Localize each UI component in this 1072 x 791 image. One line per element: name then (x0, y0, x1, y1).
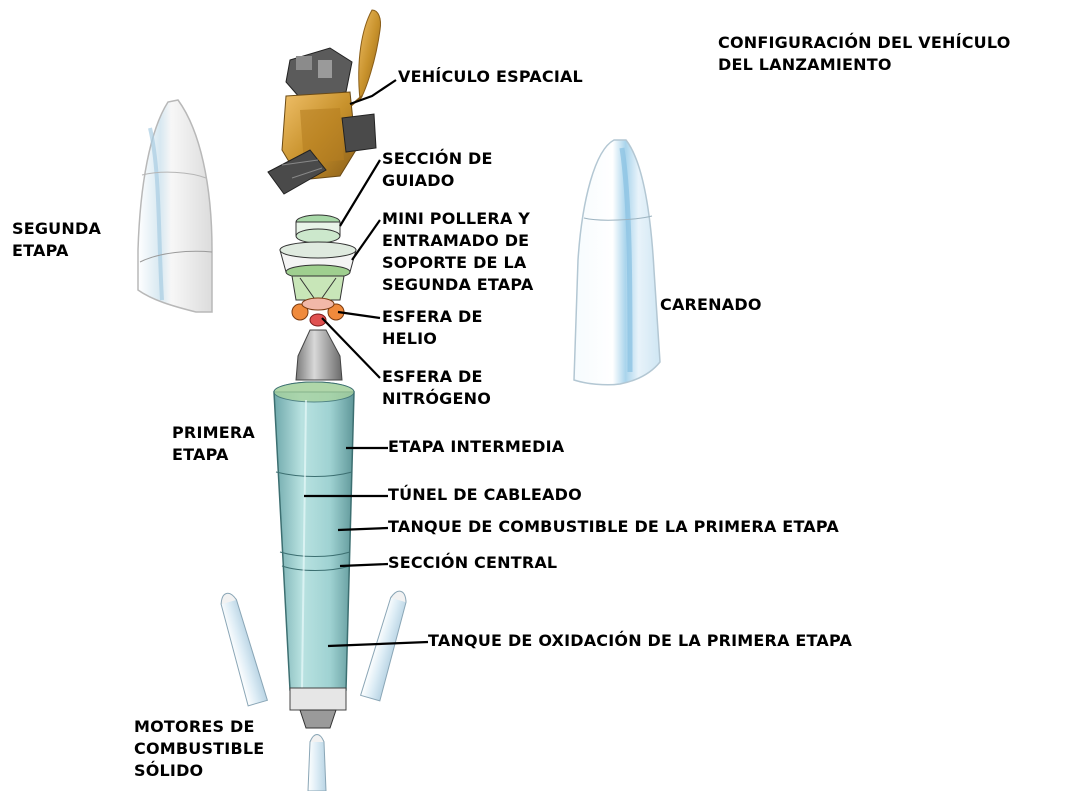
label-helium-sphere: ESFERA DE HELIO (382, 307, 483, 348)
spacecraft-art (267, 9, 381, 195)
guidance-miniskirt-art (279, 214, 357, 327)
label-nitrogen-sphere: ESFERA DE NITRÓGENO (382, 367, 492, 408)
label-solid-motors: MOTORES DE COMBUSTIBLE SÓLIDO (134, 717, 265, 780)
payload-fairing (573, 139, 661, 386)
label-wiring-tunnel: TÚNEL DE CABLEADO (388, 485, 582, 504)
title-line-2: DEL LANZAMIENTO (718, 55, 892, 74)
label-miniskirt: MINI POLLERA Y ENTRAMADO DE SOPORTE DE L… (382, 209, 534, 294)
label-fuel-tank: TANQUE DE COMBUSTIBLE DE LA PRIMERA ETAP… (388, 517, 839, 536)
label-fairing: CARENADO (660, 295, 762, 314)
leader-lines (304, 79, 429, 648)
label-centerbody: SECCIÓN CENTRAL (388, 553, 558, 572)
second-stage-shell (137, 99, 213, 313)
label-guidance-section: SECCIÓN DE GUIADO (382, 149, 493, 190)
label-second-stage: SEGUNDA ETAPA (12, 219, 102, 260)
engine-cone (295, 329, 343, 381)
label-first-stage: PRIMERA ETAPA (172, 423, 255, 464)
label-oxidizer-tank: TANQUE DE OXIDACIÓN DE LA PRIMERA ETAPA (428, 631, 853, 650)
diagram-title: CONFIGURACIÓN DEL VEHÍCULO DEL LANZAMIEN… (718, 32, 1011, 76)
solid-motors-art (220, 590, 407, 791)
label-spacecraft: VEHÍCULO ESPACIAL (398, 67, 583, 86)
first-stage-body (273, 381, 355, 729)
title-line-1: CONFIGURACIÓN DEL VEHÍCULO (718, 33, 1011, 52)
label-interstage: ETAPA INTERMEDIA (388, 437, 565, 456)
